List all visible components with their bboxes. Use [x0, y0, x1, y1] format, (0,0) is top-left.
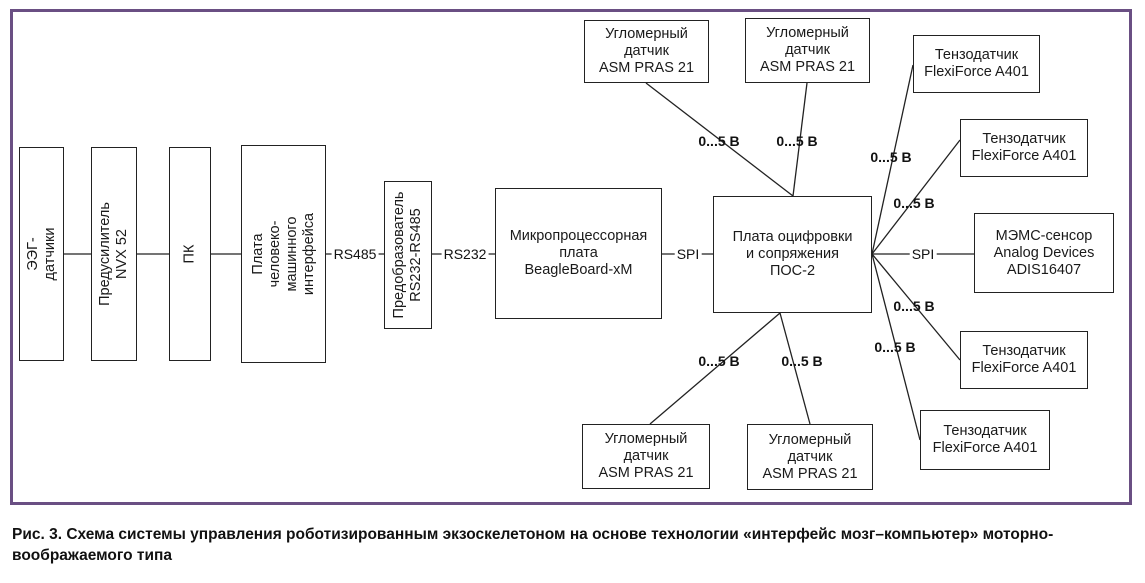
angle-sensor-top-right: Угломерный датчик ASM PRAS 21 — [745, 18, 870, 83]
bci-board-label: Плата человеко-машинного интерфейса — [249, 212, 317, 296]
voltage-label-tenzo-3: 0...5 В — [893, 298, 935, 314]
tenzo-sensor-1: Тензодатчик FlexiForce A401 — [913, 35, 1040, 93]
mems-sensor-block: МЭМС-сенсор Analog Devices ADIS16407 — [974, 213, 1114, 293]
tenzo-sensor-4: Тензодатчик FlexiForce A401 — [920, 410, 1050, 470]
voltage-label-tenzo-1: 0...5 В — [870, 149, 912, 165]
voltage-label-angle-2: 0...5 В — [776, 133, 818, 149]
angle-sensor-label: Угломерный датчик ASM PRAS 21 — [762, 431, 858, 482]
angle-sensor-label: Угломерный датчик ASM PRAS 21 — [759, 25, 856, 75]
mems-sensor-label: МЭМС-сенсор Analog Devices ADIS16407 — [993, 227, 1095, 278]
rs232-link-label: RS232 — [441, 246, 489, 262]
angle-sensor-bottom-left: Угломерный датчик ASM PRAS 21 — [582, 424, 710, 489]
bci-board-block: Плата человеко-машинного интерфейса — [241, 145, 326, 363]
angle-sensor-label: Угломерный датчик ASM PRAS 21 — [598, 26, 695, 76]
angle-sensor-bottom-right: Угломерный датчик ASM PRAS 21 — [747, 424, 873, 490]
voltage-label-angle-3: 0...5 В — [698, 353, 740, 369]
poc-block: Плата оцифровки и сопряжения ПОС-2 — [713, 196, 872, 313]
tenzo-sensor-3: Тензодатчик FlexiForce A401 — [960, 331, 1088, 389]
tenzo-sensor-label: Тензодатчик FlexiForce A401 — [924, 47, 1029, 80]
voltage-label-tenzo-2: 0...5 В — [893, 195, 935, 211]
voltage-label-angle-4: 0...5 В — [781, 353, 823, 369]
tenzo-sensor-label: Тензодатчик FlexiForce A401 — [971, 343, 1077, 376]
tenzo-sensor-2: Тензодатчик FlexiForce A401 — [960, 119, 1088, 177]
voltage-label-tenzo-4: 0...5 В — [874, 339, 916, 355]
converter-block: Предобразователь RS232-RS485 — [384, 181, 432, 329]
figure-caption: Рис. 3. Схема системы управления роботиз… — [12, 526, 1054, 564]
angle-sensor-label: Угломерный датчик ASM PRAS 21 — [598, 431, 694, 481]
poc-label: Плата оцифровки и сопряжения ПОС-2 — [732, 229, 853, 279]
converter-label: Предобразователь RS232-RS485 — [391, 191, 424, 319]
angle-sensor-top-left: Угломерный датчик ASM PRAS 21 — [584, 20, 709, 83]
tenzo-sensor-label: Тензодатчик FlexiForce A401 — [932, 423, 1038, 456]
pc-label: ПК — [181, 244, 198, 264]
mcu-block: Микропроцессорная плата BeagleBoard-xM — [495, 188, 662, 319]
mcu-label: Микропроцессорная плата BeagleBoard-xM — [509, 228, 648, 278]
preamplifier-block: Предусилитель NVX 52 — [91, 147, 137, 361]
rs485-link-label: RS485 — [331, 246, 379, 262]
tenzo-sensor-label: Тензодатчик FlexiForce A401 — [971, 131, 1077, 164]
spi-link-label-mems: SPI — [909, 246, 937, 262]
preamplifier-label: Предусилитель NVX 52 — [97, 202, 130, 306]
pc-block: ПК — [169, 147, 211, 361]
eeg-sensors-label: ЭЭГ-датчики — [24, 227, 58, 281]
eeg-sensors-block: ЭЭГ-датчики — [19, 147, 64, 361]
voltage-label-angle-1: 0...5 В — [698, 133, 740, 149]
diagram-frame — [10, 9, 1132, 505]
spi-link-label-mcu: SPI — [674, 246, 702, 262]
